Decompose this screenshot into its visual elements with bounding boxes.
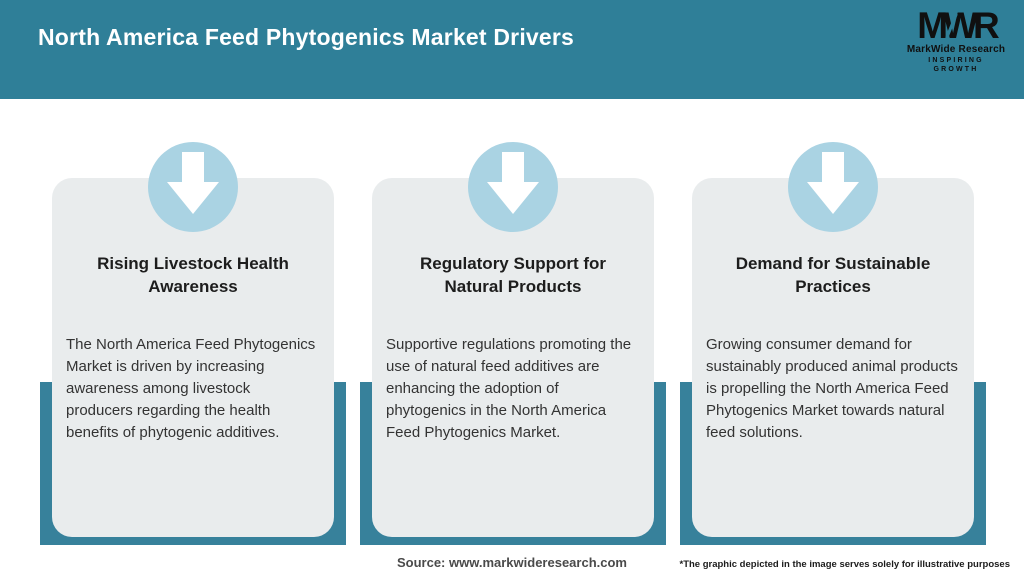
driver-card-3: Demand for Sustainable Practices Growing… [680,0,986,576]
down-arrow-icon [788,142,878,232]
down-arrow-icon [468,142,558,232]
card-description: Supportive regulations promoting the use… [386,336,632,441]
card-panel: Rising Livestock Health Awareness The No… [52,178,334,537]
logo-monogram: MWR [906,5,1006,46]
card-title: Regulatory Support for Natural Products [419,254,607,296]
brand-logo: MWR MarkWide Research INSPIRING GROWTH [906,5,1006,74]
card-title: Demand for Sustainable Practices [735,254,931,296]
logo-monogram-text: MWR [917,5,999,46]
logo-tagline: INSPIRING GROWTH [928,57,984,73]
card-panel: Regulatory Support for Natural Products … [372,178,654,537]
driver-card-2: Regulatory Support for Natural Products … [360,0,666,576]
page-title: North America Feed Phytogenics Market Dr… [38,24,575,50]
card-description: Growing consumer demand for sustainably … [706,336,958,441]
logo-name: MarkWide Research [906,44,1006,55]
down-arrow-icon [148,142,238,232]
card-panel: Demand for Sustainable Practices Growing… [692,178,974,537]
card-description: The North America Feed Phytogenics Marke… [66,336,316,441]
driver-card-1: Rising Livestock Health Awareness The No… [40,0,346,576]
card-title: Rising Livestock Health Awareness [97,254,289,296]
footer-disclaimer: *The graphic depicted in the image serve… [679,559,1011,570]
footer-source: Source: www.markwideresearch.com [396,555,627,570]
header-bar: North America Feed Phytogenics Market Dr… [0,0,1024,99]
